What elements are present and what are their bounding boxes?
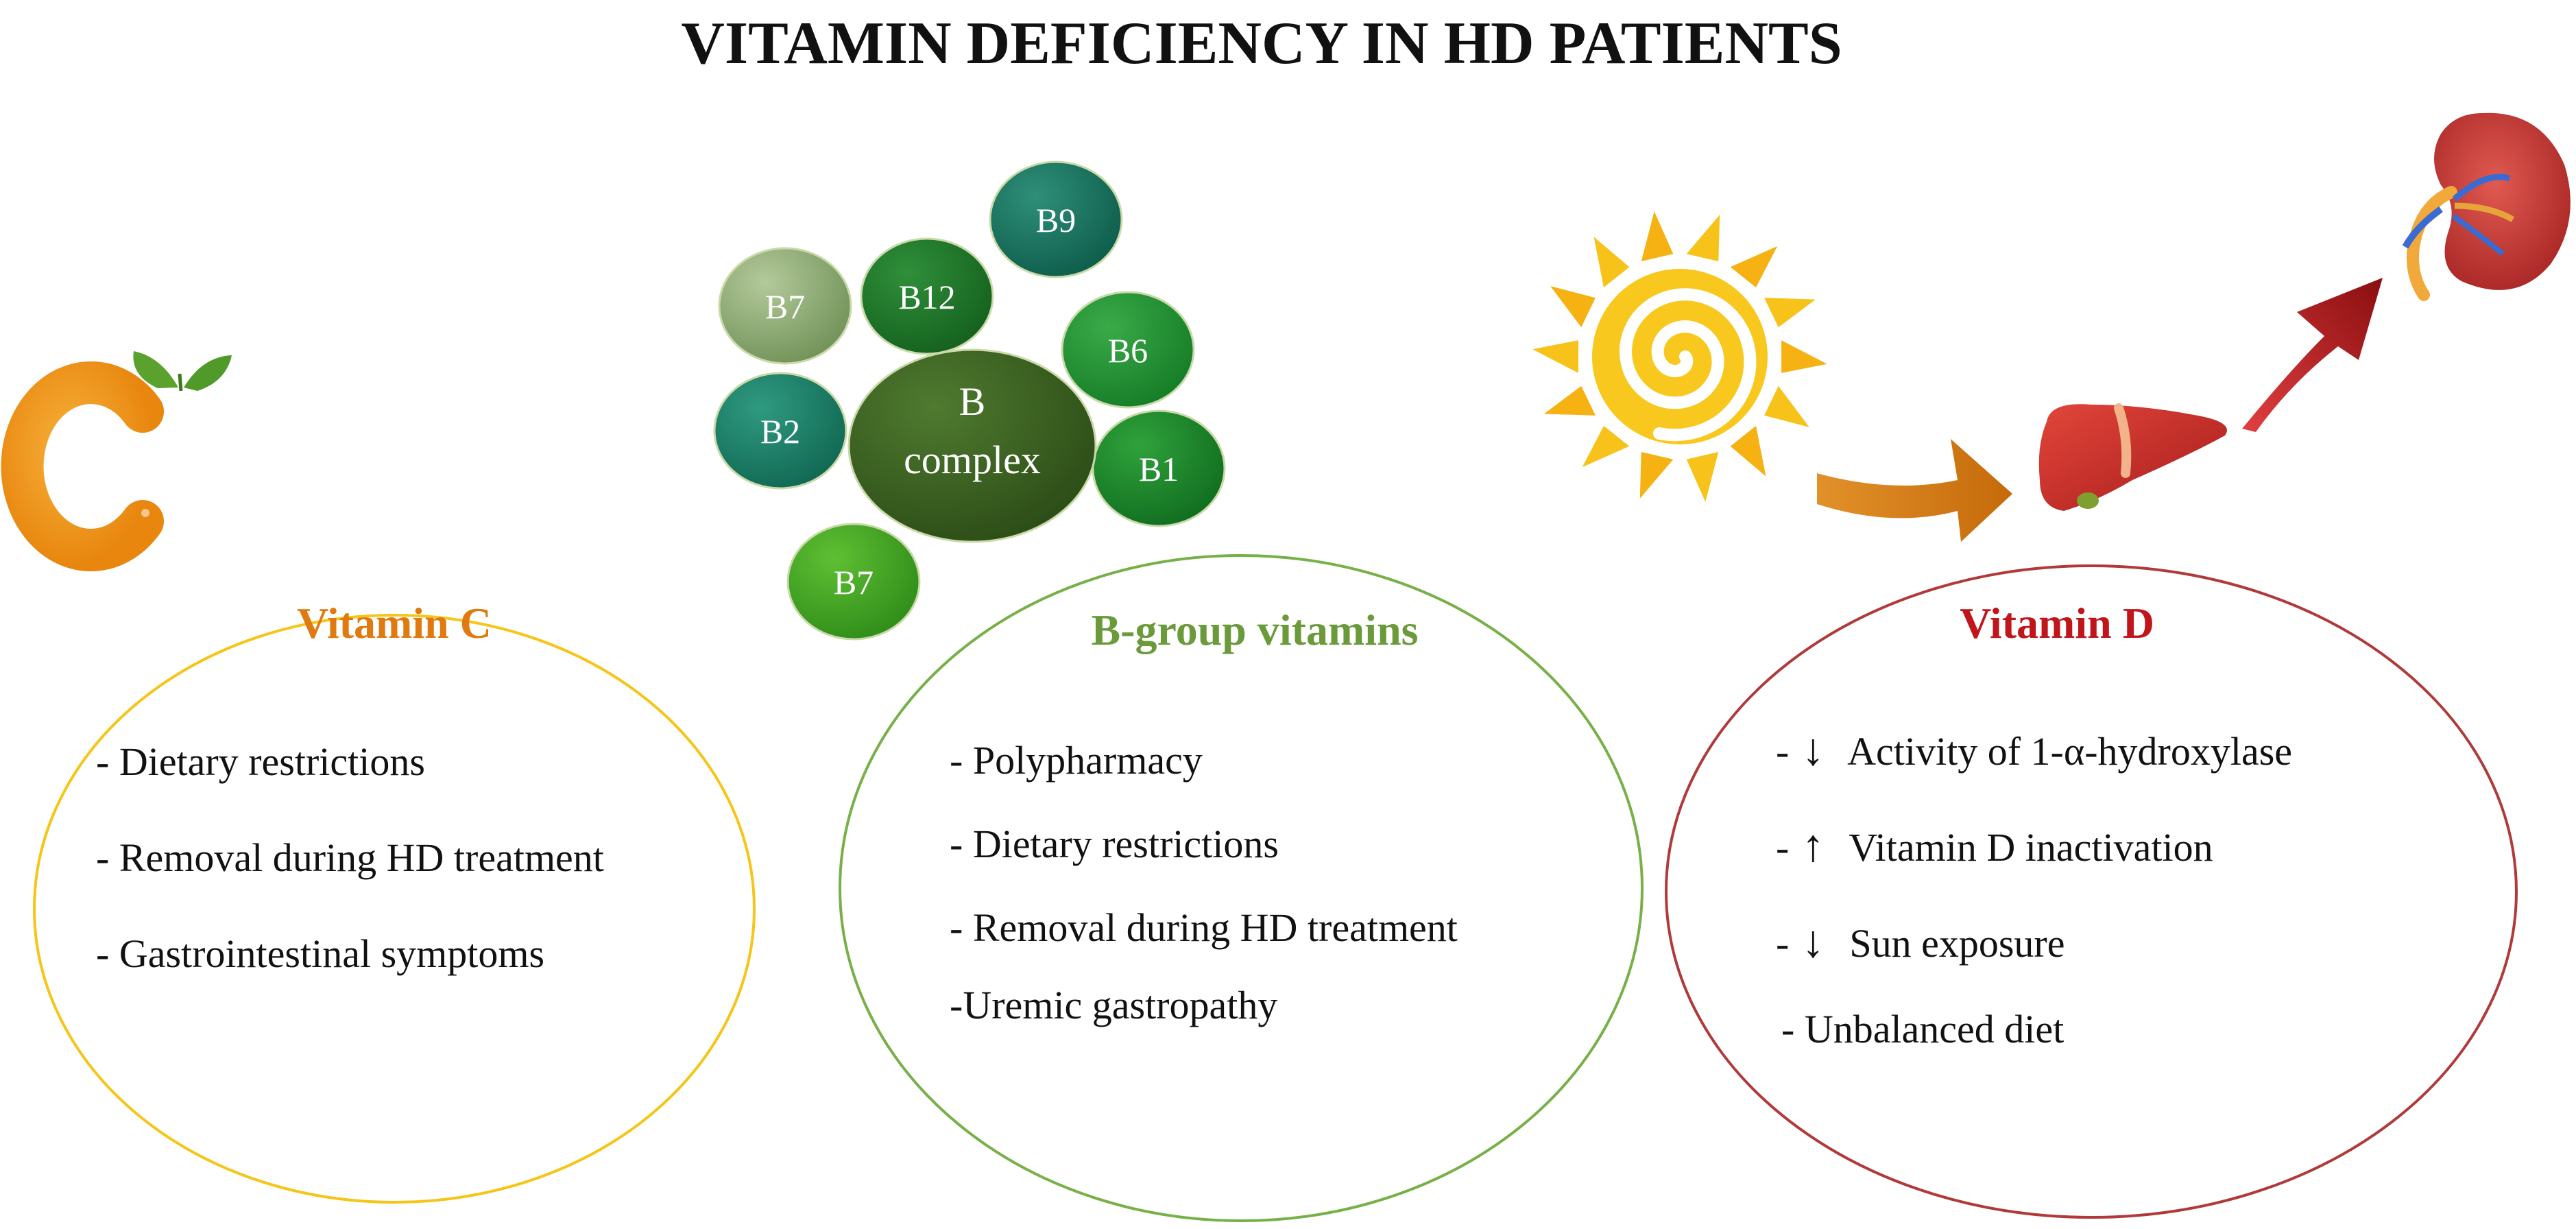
sun-ray — [1781, 340, 1827, 373]
svg-text:complex: complex — [904, 438, 1041, 482]
arrow-right-icon — [1817, 439, 2012, 542]
b-group-ellipse — [839, 554, 1644, 1222]
vitamin-bubble-b9: B9 — [989, 160, 1123, 278]
vitamin-d-section: Vitamin D - ↓ Activity of 1-α-hydroxylas… — [1532, 112, 2571, 1219]
svg-text:B1: B1 — [1139, 450, 1179, 488]
vitamin-bubble-b6: B6 — [1061, 291, 1195, 409]
b-group-cause: - Dietary restrictions — [950, 822, 1279, 866]
svg-text:- Unbalanced diet: - Unbalanced diet — [1781, 1007, 2064, 1051]
svg-text:- ↑ Vitamin D: - ↑ Vitamin D inactivation — [1776, 821, 2213, 871]
vitamin-c-heading: Vitamin C — [297, 599, 492, 647]
page-title: VITAMIN DEFICIENCY IN HD PATIENTS — [681, 10, 1842, 77]
sun-ray — [1641, 211, 1674, 261]
b-group-cause: - Removal during HD treatment — [950, 905, 1458, 950]
b-group-section: B9 B12 B7 B6 B2 B1 — [713, 160, 1644, 1222]
vitamin-d-cause: - ↓ Activity of 1-α-hydroxylase — [1776, 725, 2292, 775]
sun-ray — [1730, 425, 1766, 477]
vitamin-c-section: Vitamin C - Dietary restrictions - Remov… — [1, 351, 756, 1204]
vitamin-bubble-b12: B12 — [860, 237, 994, 355]
vitamin-d-cause: - ↑ Vitamin D inactivation — [1776, 821, 2213, 871]
svg-text:B7: B7 — [834, 563, 874, 601]
b-complex-cluster: B9 B12 B7 B6 B2 B1 — [713, 160, 1226, 641]
vitamin-bubble-b1: B1 — [1092, 409, 1226, 527]
sun-ray — [1730, 246, 1778, 288]
vitamin-c-cause: - Gastrointestinal symptoms — [96, 931, 544, 976]
svg-text:B6: B6 — [1108, 331, 1148, 370]
vitamin-bubble-b7-bottom: B7 — [786, 523, 921, 641]
svg-text:- ↓ Activity o: - ↓ Activity of 1-α-hydroxylase — [1776, 725, 2292, 775]
vitamin-bubble-b7-top: B7 — [718, 247, 852, 365]
b-complex-center-bubble: B complex — [847, 348, 1097, 543]
vitamin-c-cause: - Removal during HD treatment — [96, 835, 604, 880]
sun-spiral — [1619, 288, 1757, 442]
svg-text:B: B — [959, 379, 986, 424]
b-group-cause: - Polypharmacy — [950, 738, 1203, 783]
orange-c-icon — [1, 351, 232, 571]
vitamin-d-heading: Vitamin D — [1960, 599, 2154, 647]
sun-ray — [1686, 215, 1720, 261]
liver-icon — [2038, 403, 2227, 511]
arrow-up-right-icon — [2242, 278, 2383, 432]
sun-ray — [1532, 340, 1578, 373]
vitamin-bubble-b2: B2 — [713, 372, 847, 490]
svg-text:- ↓ Sun exposu: - ↓ Sun exposure — [1776, 917, 2065, 967]
sun-ray — [1686, 452, 1719, 502]
vitamin-d-cause: - Unbalanced diet — [1781, 1007, 2064, 1051]
vitamin-c-ellipse — [33, 614, 756, 1204]
b-group-heading: B-group vitamins — [1091, 606, 1418, 654]
b-group-cause: -Uremic gastropathy — [950, 983, 1277, 1027]
kidney-icon — [2402, 112, 2571, 301]
sun-ray — [1550, 286, 1596, 328]
sun-ray — [1543, 385, 1596, 416]
vitamin-d-cause: - ↓ Sun exposure — [1776, 917, 2065, 967]
sun-ray — [1582, 425, 1630, 468]
sun-icon — [1532, 211, 1827, 502]
vitamin-c-cause: - Dietary restrictions — [96, 739, 425, 784]
sun-ray — [1764, 298, 1816, 328]
svg-text:B9: B9 — [1036, 201, 1076, 239]
svg-text:B12: B12 — [898, 278, 955, 316]
svg-text:B7: B7 — [765, 287, 805, 326]
sun-ray — [1764, 385, 1809, 427]
vitamin-d-ellipse — [1665, 564, 2518, 1219]
sun-ray — [1639, 452, 1674, 499]
sun-ray — [1593, 237, 1630, 288]
svg-text:B2: B2 — [760, 412, 800, 451]
